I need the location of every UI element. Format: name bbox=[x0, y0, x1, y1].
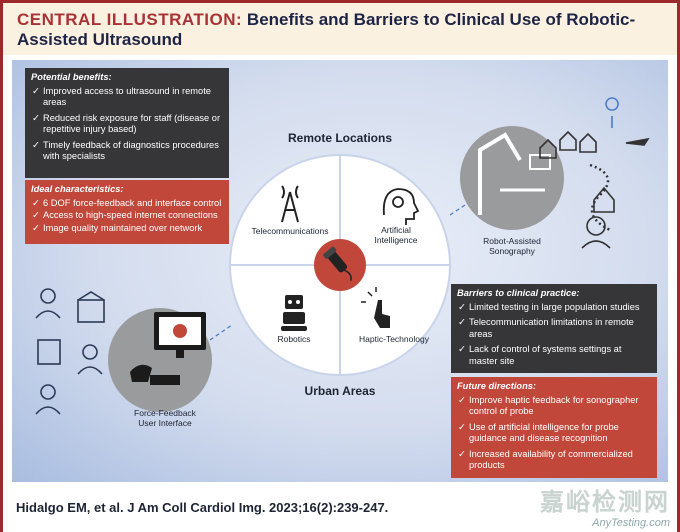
haptic-technology-label: Haptic-Technology bbox=[359, 334, 429, 344]
title-bar: CENTRAL ILLUSTRATION: Benefits and Barri… bbox=[3, 3, 677, 55]
urban-people-icons bbox=[35, 288, 105, 415]
dashed-connector bbox=[209, 324, 233, 341]
future-item: Use of artificial intelligence for probe… bbox=[457, 422, 651, 445]
benefit-item: Reduced risk exposure for staff (disease… bbox=[31, 113, 223, 136]
future-item: Improve haptic feedback for sonographer … bbox=[457, 395, 651, 418]
hand-controller-icon bbox=[130, 364, 180, 385]
citation: Hidalgo EM, et al. J Am Coll Cardiol Img… bbox=[16, 500, 389, 515]
robot-assisted-sonography-label: Robot-Assisted Sonography bbox=[483, 236, 541, 256]
ideal-item: 6 DOF force-feedback and interface contr… bbox=[31, 198, 223, 210]
remote-locations-label: Remote Locations bbox=[287, 131, 392, 145]
barrier-item: Lack of control of systems settings at m… bbox=[457, 344, 651, 367]
ideal-item: Access to high-speed internet connection… bbox=[31, 210, 223, 222]
brain-head-icon bbox=[382, 188, 420, 225]
future-item: Increased availability of commercialized… bbox=[457, 449, 651, 472]
ideal-characteristics-box: Ideal characteristics: 6 DOF force-feedb… bbox=[25, 180, 229, 244]
hand-touch-icon bbox=[361, 287, 390, 328]
robot-sonography-circle bbox=[460, 126, 564, 230]
title-text: Benefits and Barriers to Clinical Use of… bbox=[17, 10, 636, 49]
watermark: 嘉峪检测网 AnyTesting.com bbox=[540, 482, 670, 529]
watermark-cn: 嘉峪检测网 bbox=[540, 489, 670, 516]
ideal-item: Image quality maintained over network bbox=[31, 223, 223, 235]
title-lead: CENTRAL ILLUSTRATION: bbox=[17, 10, 243, 29]
benefit-item: Timely feedback of diagnostics procedure… bbox=[31, 140, 223, 163]
future-title: Future directions: bbox=[457, 381, 537, 391]
antenna-tower-icon bbox=[281, 185, 299, 223]
monitor-icon bbox=[154, 312, 206, 358]
robotics-label: Robotics bbox=[277, 334, 311, 344]
artificial-intelligence-label: Artificial Intelligence bbox=[374, 225, 418, 245]
robot-icon bbox=[281, 295, 307, 331]
remote-houses-icon bbox=[539, 97, 650, 249]
ideal-title: Ideal characteristics: bbox=[31, 184, 124, 194]
benefits-title: Potential benefits: bbox=[31, 72, 112, 82]
barrier-item: Limited testing in large population stud… bbox=[457, 302, 651, 314]
future-directions-box: Future directions: Improve haptic feedba… bbox=[451, 377, 657, 478]
dashed-connector bbox=[449, 204, 466, 216]
force-feedback-label: Force-Feedback User Interface bbox=[134, 408, 196, 428]
potential-benefits-box: Potential benefits: Improved access to u… bbox=[25, 68, 229, 178]
urban-areas-label: Urban Areas bbox=[304, 384, 376, 398]
ultrasound-probe-icon bbox=[323, 246, 352, 282]
barrier-item: Telecommunication limitations in remote … bbox=[457, 317, 651, 340]
barriers-box: Barriers to clinical practice: Limited t… bbox=[451, 284, 657, 373]
barriers-title: Barriers to clinical practice: bbox=[457, 288, 580, 298]
telecommunications-label: Telecommunications bbox=[251, 226, 329, 236]
benefit-item: Improved access to ultrasound in remote … bbox=[31, 86, 223, 109]
watermark-en: AnyTesting.com bbox=[592, 517, 670, 529]
